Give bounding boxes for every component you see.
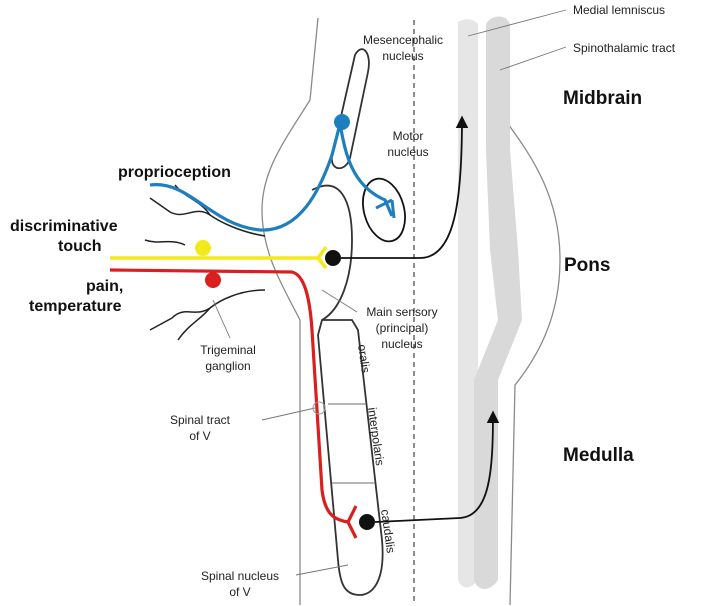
mesencephalic-cell-body	[334, 114, 350, 130]
oralis-label: oralis	[355, 343, 373, 373]
pain-label-2: temperature	[29, 298, 122, 315]
mesencephalic-nucleus	[332, 49, 369, 168]
touch-label-2: touch	[58, 238, 102, 255]
spinal-tract-label-2: of V	[189, 429, 210, 443]
touch-ganglion-cell	[195, 240, 211, 256]
leader-main-sensory	[322, 290, 357, 312]
mesencephalic-label-1: Mesencephalic	[363, 33, 443, 47]
main-sensory-cell	[325, 250, 341, 266]
caudalis-label: caudalis	[378, 508, 398, 554]
main-sensory-label-3: nucleus	[381, 337, 422, 351]
proprioception-label: proprioception	[118, 164, 231, 181]
region-pons: Pons	[564, 255, 610, 276]
caudalis-cell	[359, 514, 375, 530]
region-midbrain: Midbrain	[563, 88, 642, 109]
pain-terminal	[348, 506, 356, 538]
pain-label-1: pain,	[86, 278, 123, 295]
motor-label-2: nucleus	[387, 145, 428, 159]
mesencephalic-label-2: nucleus	[382, 49, 423, 63]
main-sensory-label-1: Main sensory	[366, 305, 437, 319]
touch-label-1: discriminative	[10, 218, 118, 235]
trigeminal-label-1: Trigeminal	[200, 343, 256, 357]
leader-medial-lemniscus	[468, 10, 566, 36]
proprioception-motor-branch	[340, 124, 392, 216]
region-medulla: Medulla	[563, 445, 634, 466]
motor-label-1: Motor	[393, 129, 424, 143]
spinothalamic-label: Spinothalamic tract	[573, 41, 676, 55]
pain-fiber	[110, 270, 348, 522]
main-sensory-label-2: (principal)	[376, 321, 429, 335]
interpolaris-label: interpolaris	[365, 406, 387, 466]
touch-terminal	[318, 247, 326, 268]
pain-ganglion-cell	[205, 272, 221, 288]
nerve-branch-upper	[150, 198, 265, 236]
medial-lemniscus-label: Medial lemniscus	[573, 3, 665, 17]
leader-spinal-tract	[262, 408, 315, 420]
spinal-nucleus-label-1: Spinal nucleus	[201, 569, 279, 583]
nerve-branch-left	[145, 240, 185, 245]
leader-trigeminal	[213, 300, 230, 338]
spinal-tract-label-1: Spinal tract	[170, 413, 231, 427]
trigeminal-label-2: ganglion	[205, 359, 250, 373]
spinal-nucleus-label-2: of V	[229, 585, 250, 599]
